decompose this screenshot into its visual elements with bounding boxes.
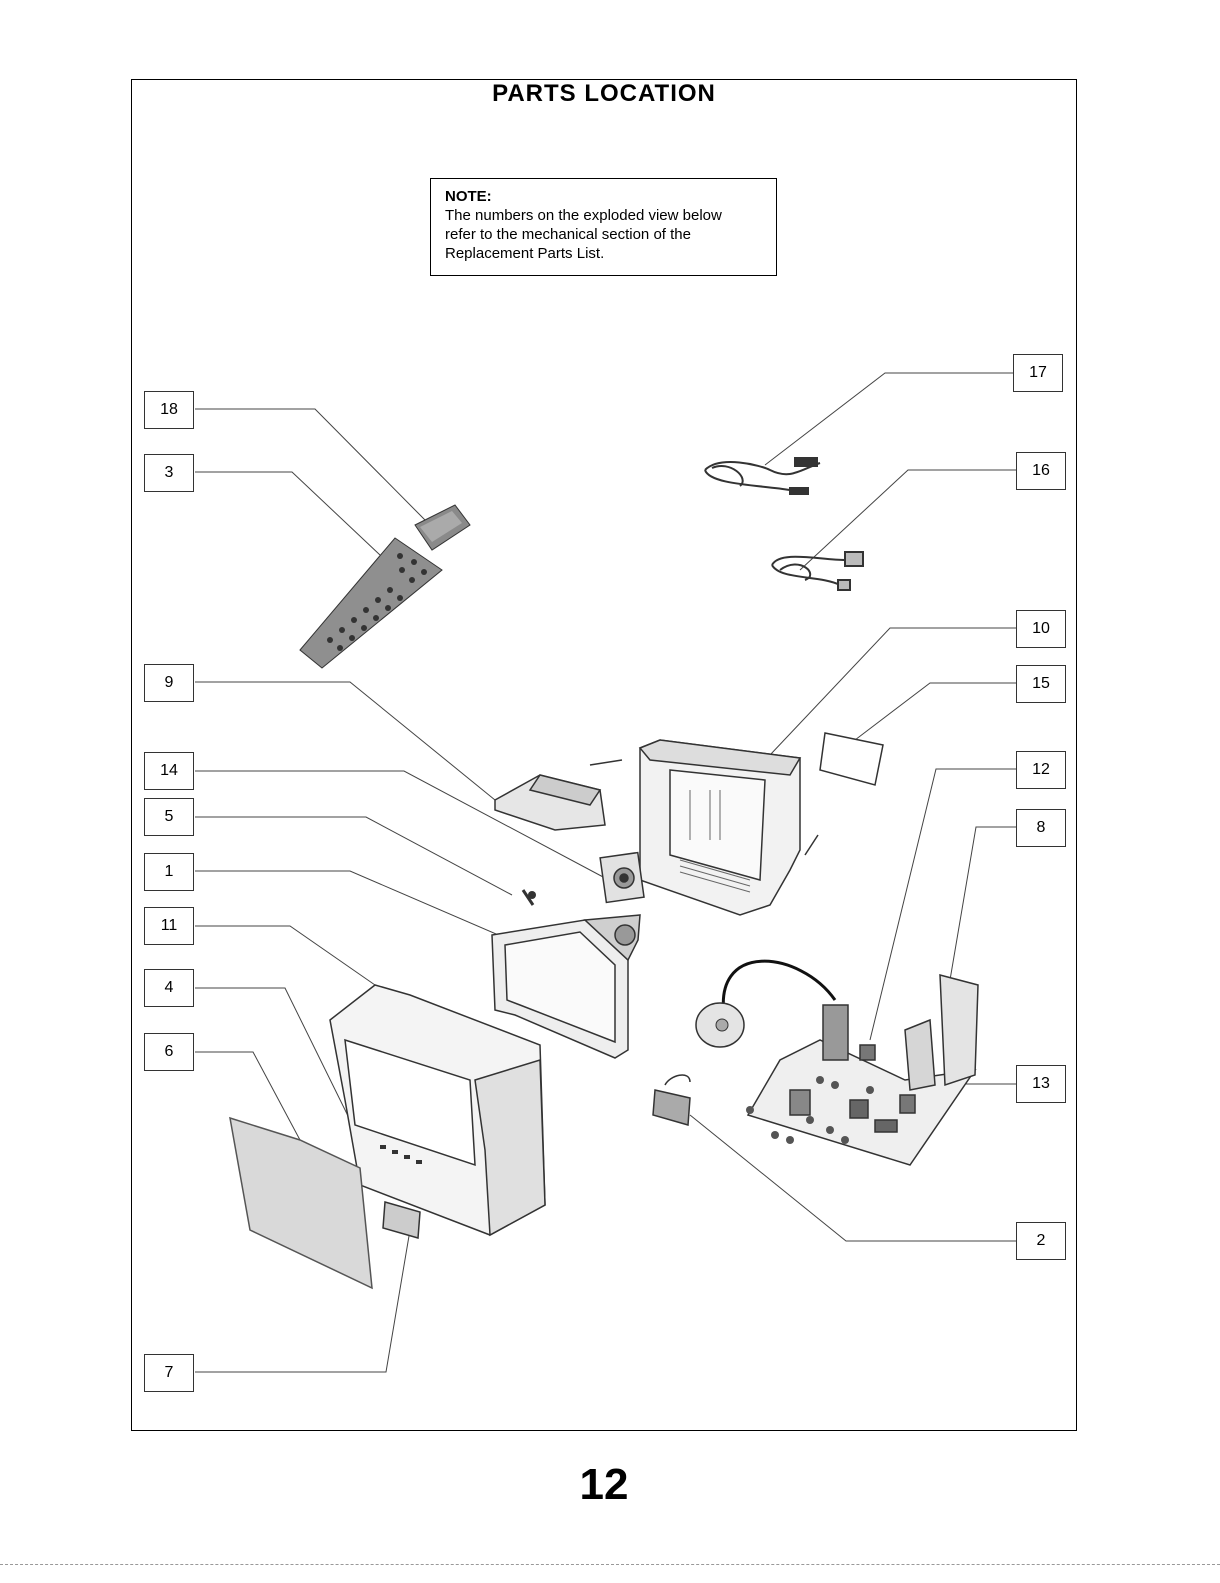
av-board [653,1075,690,1125]
callout-8: 8 [1016,809,1066,847]
callout-4: 4 [144,969,194,1007]
callout-6: 6 [144,1033,194,1071]
callout-13: 13 [1016,1065,1066,1103]
front-glass [230,1118,372,1288]
speaker [600,853,644,903]
top-cover [495,775,605,830]
callout-18: 18 [144,391,194,429]
callout-7: 7 [144,1354,194,1392]
battery-cover [415,505,470,550]
power-cord [772,552,863,590]
callout-1: 1 [144,853,194,891]
page-number: 12 [0,1460,1208,1510]
main-chassis [746,975,978,1165]
callout-15: 15 [1016,665,1066,703]
av-cable [705,458,820,494]
callout-3: 3 [144,454,194,492]
remote-control [300,538,442,668]
callout-17: 17 [1013,354,1063,392]
callout-12: 12 [1016,751,1066,789]
degauss-coil [696,961,835,1047]
screw [523,890,536,905]
callout-2: 2 [1016,1222,1066,1260]
callout-14: 14 [144,752,194,790]
label-card [820,733,883,785]
control-door [383,1202,420,1238]
bottom-rule [0,1564,1220,1565]
callout-9: 9 [144,664,194,702]
callout-10: 10 [1016,610,1066,648]
callout-5: 5 [144,798,194,836]
callout-16: 16 [1016,452,1066,490]
callout-11: 11 [144,907,194,945]
